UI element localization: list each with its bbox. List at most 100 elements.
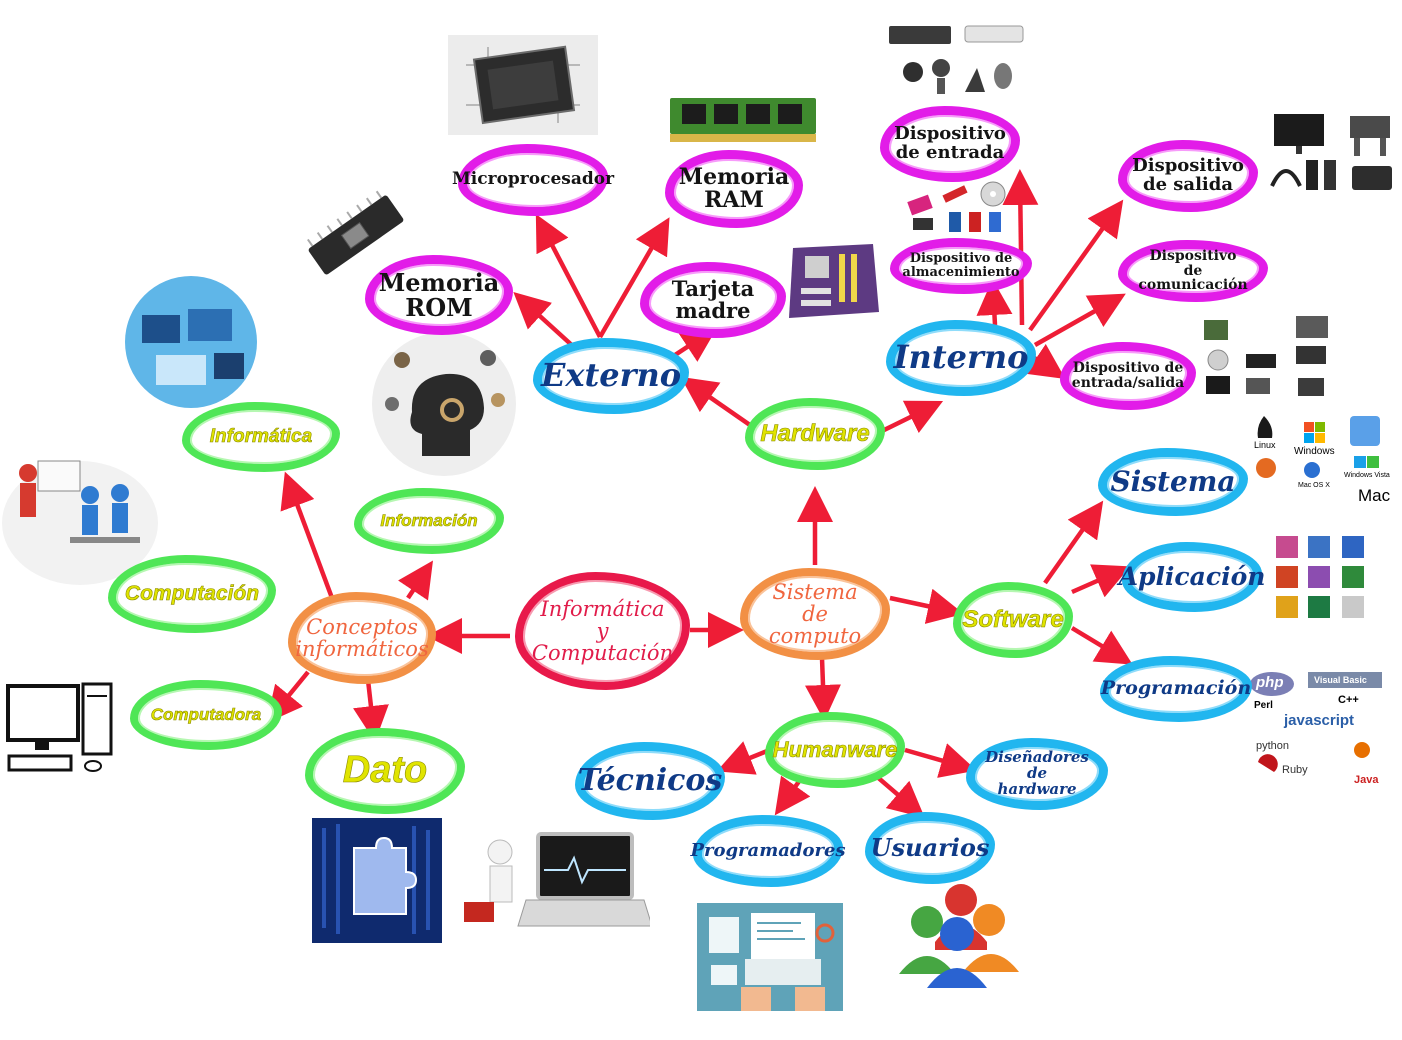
node-disenadores-hardware: Diseñadores de hardware <box>966 738 1108 810</box>
sistema-de-computo-label: Sistema de computo <box>768 579 862 649</box>
usuarios-label: Usuarios <box>870 833 990 863</box>
storage-devices-image <box>905 180 1013 235</box>
node-computadora: Computadora <box>130 680 282 750</box>
microprocessor-image <box>448 35 598 135</box>
python-logo-text: python <box>1256 740 1290 752</box>
arrow-externo-to-micro <box>535 214 602 339</box>
node-sistema-software: Sistema <box>1098 448 1248 516</box>
microprocesador-label: Microprocesador <box>451 169 615 190</box>
conceptos-informaticos-label: Conceptos informáticos <box>295 614 429 661</box>
arrow-externo-to-ram <box>598 217 670 339</box>
informatica-label: Informática <box>209 426 313 448</box>
dato-label: Dato <box>342 749 428 792</box>
os-logos-image: Linux Windows Mac OS X Windows Vista Mac <box>1250 412 1395 512</box>
computacion-label: Computación <box>124 581 260 605</box>
arrow-humanware-to-disenadores <box>904 743 977 778</box>
node-microprocesador: Microprocesador <box>452 144 614 216</box>
ruby-logo-text: Ruby <box>1282 764 1308 776</box>
node-programadores: Programadores <box>690 815 846 887</box>
node-usuarios: Usuarios <box>865 812 995 884</box>
arrow-software-to-programacion <box>1070 626 1133 665</box>
visual-basic-logo-text: Visual Basic <box>1314 675 1367 685</box>
arrow-interno-to-almac <box>976 279 1013 326</box>
dispositivo-entrada-label: Dispositivo de entrada <box>894 123 1006 163</box>
arrow-software-to-aplicacion <box>1071 564 1131 598</box>
windows-vista-logo-text: Windows Vista <box>1344 472 1390 479</box>
dispositivo-almacenamiento-label: Dispositivo de almacenimiento <box>902 251 1020 280</box>
externo-label: Externo <box>540 356 682 395</box>
node-humanware: Humanware <box>765 712 905 788</box>
mac-os-x-logo-text: Mac OS X <box>1298 482 1330 489</box>
node-dispositivo-salida: Dispositivo de salida <box>1118 140 1258 212</box>
java-logo-text: Java <box>1354 774 1379 786</box>
sistema-software-label: Sistema <box>1110 465 1236 499</box>
programadores-label: Programadores <box>690 839 846 861</box>
hardware-label: Hardware <box>760 420 870 448</box>
node-conceptos-informaticos: Conceptos informáticos <box>288 592 436 684</box>
interno-label: Interno <box>893 338 1029 377</box>
arrow-interno-to-comunic <box>1033 293 1126 347</box>
windows-logo-text: Windows <box>1294 446 1335 457</box>
computadora-label: Computadora <box>150 705 262 725</box>
dispositivo-entrada-salida-label: Dispositivo de entrada/salida <box>1071 360 1185 391</box>
arrow-interno-to-salida <box>1028 199 1124 332</box>
node-dispositivo-entrada: Dispositivo de entrada <box>880 106 1020 182</box>
node-aplicacion: Aplicación <box>1119 542 1265 612</box>
cpp-logo-text: C++ <box>1338 694 1359 706</box>
programacion-label: Programación <box>1100 677 1252 700</box>
programmer-laptop-image <box>697 903 843 1011</box>
users-group-image <box>895 880 1025 990</box>
tecnicos-label: Técnicos <box>577 763 723 799</box>
node-tecnicos: Técnicos <box>575 742 725 820</box>
node-dispositivo-entrada-salida: Dispositivo de entrada/salida <box>1060 342 1196 410</box>
node-informacion: Información <box>354 488 504 554</box>
root-label: Informática y Computación <box>531 596 674 666</box>
node-externo: Externo <box>533 338 689 414</box>
technician-laptop-image <box>460 828 653 936</box>
arrow-sistema-to-humanware <box>805 657 841 721</box>
teacher-class-image <box>0 445 160 585</box>
perl-logo-text: Perl <box>1254 700 1273 711</box>
node-interno: Interno <box>886 320 1036 396</box>
node-memoria-ram: Memoria RAM <box>665 150 803 228</box>
disenadores-hardware-label: Diseñadores de hardware <box>985 748 1089 798</box>
php-logo-text: php <box>1256 674 1284 691</box>
node-programacion: Programación <box>1100 656 1252 722</box>
computers-globe-image <box>122 275 260 410</box>
arrow-sistema-to-software <box>889 588 964 624</box>
node-dispositivo-comunicacion: Dispositivo de comunicación <box>1118 240 1268 302</box>
javascript-logo-text: javascript <box>1284 712 1355 729</box>
memoria-ram-label: Memoria RAM <box>678 163 790 213</box>
arrow-externo-to-rom <box>513 291 577 350</box>
computer-outline-image <box>5 682 115 777</box>
linux-logo-text: Linux <box>1254 440 1276 450</box>
arrow-software-to-sistema <box>1043 500 1104 585</box>
arrow-hardware-to-interno <box>879 400 944 435</box>
dispositivo-comunicacion-label: Dispositivo de comunicación <box>1138 247 1248 294</box>
io-devices-image <box>1200 312 1335 407</box>
office-apps-image <box>1270 530 1380 625</box>
node-informatica: Informática <box>182 402 340 472</box>
programming-logos-image: php Visual Basic C++ Perl javascript pyt… <box>1250 670 1385 790</box>
informacion-label: Información <box>380 511 478 531</box>
rom-chip-image <box>300 185 412 285</box>
arrow-humanware-to-programadores <box>774 775 811 816</box>
node-hardware: Hardware <box>745 398 885 470</box>
aplicacion-label: Aplicación <box>1118 561 1266 591</box>
brain-concepts-image <box>370 330 518 478</box>
output-devices-image <box>1268 110 1398 200</box>
motherboard-image <box>783 240 881 322</box>
arrow-conceptos-to-informacion <box>398 560 433 601</box>
arrow-conceptos-to-dato <box>353 679 389 742</box>
node-dato: Dato <box>305 728 465 814</box>
node-sistema-de-computo: Sistema de computo <box>740 568 890 660</box>
humanware-label: Humanware <box>772 737 898 763</box>
node-dispositivo-almacenamiento: Dispositivo de almacenimiento <box>890 238 1032 294</box>
dispositivo-salida-label: Dispositivo de salida <box>1132 155 1244 195</box>
input-devices-image <box>885 20 1030 98</box>
memoria-rom-label: Memoria ROM <box>378 267 500 322</box>
arrow-conceptos-to-informatica <box>280 471 335 599</box>
arrow-humanware-to-usuarios <box>873 773 925 818</box>
node-memoria-rom: Memoria ROM <box>365 255 513 335</box>
